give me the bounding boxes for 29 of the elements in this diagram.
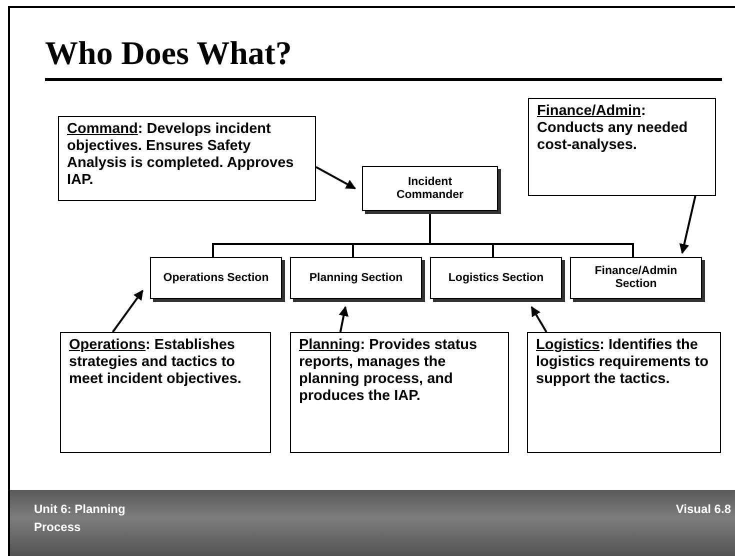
footer-text: Visual 6.8 <box>676 501 731 518</box>
org-box <box>290 257 422 299</box>
arrow <box>679 196 696 254</box>
callout-text: Logistics: Identifies the logistics requirements to support the tactics. <box>536 337 710 388</box>
callout-text: Operations: Establishes strategies and tactics to meet incident objectives. <box>69 337 242 388</box>
arrow <box>316 166 356 190</box>
callout-text: Command: Develops incident objectives. Ensures Safety Analysis is completed. Approves IAP. <box>67 121 295 189</box>
box-title: Planning Section <box>308 272 404 284</box>
arrow <box>530 306 548 332</box>
connector-line <box>429 211 634 257</box>
org-box <box>570 257 702 299</box>
footer-text: Unit 6: Planning Process <box>34 501 126 536</box>
org-box <box>430 257 562 299</box>
callout-text: Planning: Provides status reports, manages the planning process, and produces the IAP. <box>299 337 478 405</box>
callout-box <box>527 332 721 453</box>
callout-text: Finance/Admin: Conducts any needed cost-analyses. <box>537 103 689 154</box>
box-title: Logistics Section <box>447 272 545 284</box>
callout-box <box>58 116 316 201</box>
org-box <box>362 166 498 211</box>
box-title: Finance/Admin Section <box>594 265 678 291</box>
slide-title: Who Does What? <box>45 35 292 74</box>
callout-box <box>60 332 271 453</box>
org-box <box>150 257 282 299</box>
arrow <box>338 306 349 332</box>
box-title: Operations Section <box>162 272 270 284</box>
callout-box <box>528 98 716 196</box>
box-title: Incident Commander <box>395 176 465 202</box>
callout-box <box>290 332 509 453</box>
arrow <box>112 290 144 333</box>
